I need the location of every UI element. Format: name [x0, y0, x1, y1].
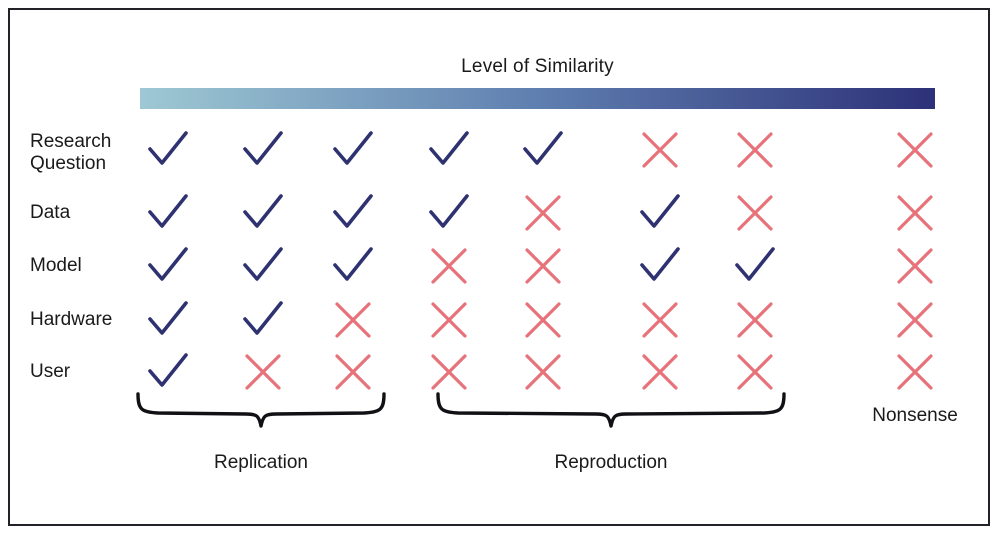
check-icon: [330, 190, 376, 236]
brace-replication: [136, 392, 386, 428]
check-icon: [145, 190, 191, 236]
cross-icon: [637, 349, 683, 395]
cross-icon: [892, 297, 938, 343]
cross-icon: [330, 297, 376, 343]
similarity-gradient-bar: [140, 88, 935, 109]
cross-icon: [520, 297, 566, 343]
check-icon: [520, 127, 566, 173]
check-icon: [145, 127, 191, 173]
check-icon: [240, 127, 286, 173]
cross-icon: [426, 297, 472, 343]
cross-icon: [732, 297, 778, 343]
cross-icon: [637, 127, 683, 173]
figure-border: [8, 8, 990, 526]
row-label-hardware: Hardware: [30, 309, 113, 330]
row-label-research-question: Research Question: [30, 131, 112, 174]
scale-title: Level of Similarity: [461, 56, 614, 77]
cross-icon: [330, 349, 376, 395]
cross-icon: [892, 349, 938, 395]
cross-icon: [892, 243, 938, 289]
cross-icon: [426, 243, 472, 289]
cross-icon: [520, 349, 566, 395]
check-icon: [426, 127, 472, 173]
check-icon: [240, 190, 286, 236]
brace-reproduction: [436, 392, 786, 428]
group-label-replication: Replication: [214, 452, 308, 473]
cross-icon: [520, 243, 566, 289]
check-icon: [637, 243, 683, 289]
check-icon: [240, 243, 286, 289]
cross-icon: [892, 127, 938, 173]
cross-icon: [426, 349, 472, 395]
group-label-reproduction: Reproduction: [554, 452, 668, 473]
check-icon: [426, 190, 472, 236]
check-icon: [637, 190, 683, 236]
cross-icon: [520, 190, 566, 236]
check-icon: [330, 127, 376, 173]
cross-icon: [892, 190, 938, 236]
cross-icon: [732, 127, 778, 173]
cross-icon: [732, 190, 778, 236]
row-label-data: Data: [30, 202, 71, 223]
cross-icon: [637, 297, 683, 343]
group-label-nonsense: Nonsense: [872, 405, 958, 426]
cross-icon: [732, 349, 778, 395]
check-icon: [732, 243, 778, 289]
check-icon: [330, 243, 376, 289]
check-icon: [145, 243, 191, 289]
row-label-user: User: [30, 361, 71, 382]
check-icon: [145, 349, 191, 395]
check-icon: [240, 297, 286, 343]
cross-icon: [240, 349, 286, 395]
check-icon: [145, 297, 191, 343]
row-label-model: Model: [30, 255, 82, 276]
